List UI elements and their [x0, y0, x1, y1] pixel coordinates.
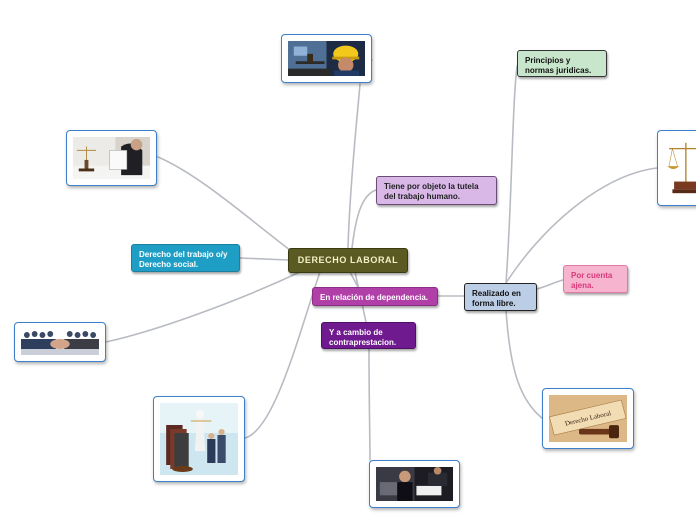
topic-cuenta-ajena[interactable]: Por cuenta ajena.: [563, 265, 628, 293]
justice-statue-picture: [160, 403, 238, 475]
workers-helmet-image[interactable]: [281, 34, 372, 83]
connector-libre-scales: [505, 167, 658, 284]
topic-principios-label: Principios y normas juridicas.: [525, 56, 592, 75]
lawyer-desk-image[interactable]: [66, 130, 157, 186]
connector-libre-principios: [505, 65, 518, 284]
connector-central-dependencia: [349, 271, 359, 288]
workers-helmet-picture: [288, 41, 365, 76]
central-topic-label: DERECHO LABORAL: [297, 255, 399, 265]
topic-contraprestacion[interactable]: Y a cambio de contraprestacion.: [321, 322, 416, 349]
connector-libre-book: [505, 309, 543, 419]
topic-tutela-label: Tiene por objeto la tutela del trabajo h…: [384, 182, 479, 201]
topic-contraprestacion-label: Y a cambio de contraprestacion.: [329, 328, 397, 347]
handshake-image[interactable]: [14, 322, 106, 362]
handshake-picture: [21, 329, 99, 355]
topic-libre-label: Realizado en forma libre.: [472, 289, 521, 308]
justice-statue-image[interactable]: [153, 396, 245, 482]
derecho-laboral-book-picture: Derecho Laboral: [549, 395, 627, 442]
scales-of-justice-image[interactable]: [657, 130, 696, 206]
connector-central-justice: [244, 271, 321, 439]
central-topic[interactable]: DERECHO LABORAL: [288, 248, 408, 273]
connector-libre-cuenta-ajena: [536, 279, 564, 290]
connector-central-handshake: [105, 271, 301, 343]
topic-derecho-social-label: Derecho del trabajo o/y Derecho social.: [139, 250, 228, 269]
topic-cuenta-ajena-label: Por cuenta ajena.: [571, 271, 613, 290]
topic-tutela[interactable]: Tiene por objeto la tutela del trabajo h…: [376, 176, 497, 205]
derecho-laboral-book-image[interactable]: Derecho Laboral: [542, 388, 634, 449]
topic-dependencia[interactable]: En relación de dependencia.: [312, 287, 438, 306]
connector-central-workers: [347, 83, 361, 249]
scales-of-justice-picture: [664, 137, 696, 199]
topic-principios[interactable]: Principios y normas juridicas.: [517, 50, 607, 77]
business-meeting-image[interactable]: [369, 460, 460, 508]
connector-central-tutela: [351, 189, 377, 249]
business-meeting-picture: [376, 467, 453, 501]
topic-dependencia-label: En relación de dependencia.: [320, 293, 429, 302]
topic-libre[interactable]: Realizado en forma libre.: [464, 283, 537, 311]
lawyer-desk-picture: [73, 137, 150, 179]
connector-contraprestacion-meeting: [368, 348, 371, 461]
connector-central-lawyer: [157, 156, 291, 251]
connector-central-derecho-social: [239, 257, 289, 261]
topic-derecho-social[interactable]: Derecho del trabajo o/y Derecho social.: [131, 244, 240, 272]
